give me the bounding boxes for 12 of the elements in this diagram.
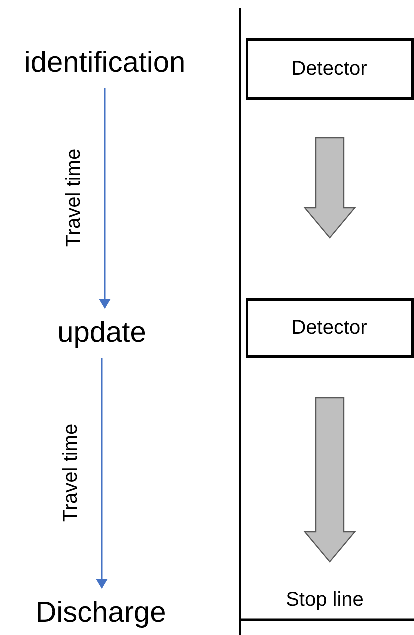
stop-line-label: Stop line: [250, 586, 400, 614]
block-arrow: [304, 137, 356, 239]
stage-label: Discharge: [20, 594, 182, 632]
stage-label: update: [40, 314, 164, 352]
edge-label: Travel time: [61, 424, 81, 522]
detector-box: Detector: [246, 38, 414, 100]
detector-box: Detector: [246, 298, 414, 358]
stage-label: identification: [10, 44, 200, 82]
arrow: [96, 358, 108, 589]
arrow: [99, 88, 111, 309]
block-arrow: [304, 397, 356, 563]
edge-label: Travel time: [64, 148, 84, 248]
